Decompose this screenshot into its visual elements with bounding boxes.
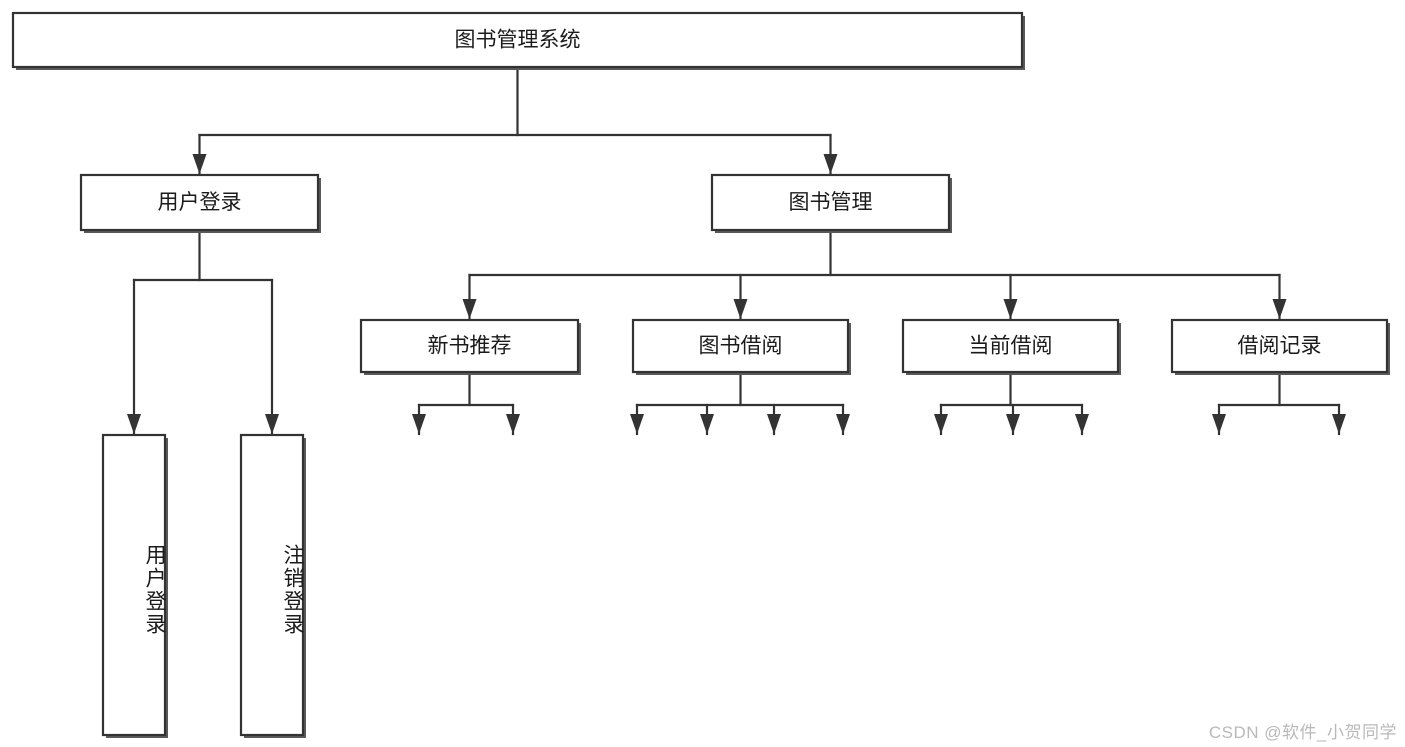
arrow-head-icon [767, 414, 781, 434]
arrow-head-icon [462, 299, 477, 319]
node-label-book-borrow: 图书借阅 [699, 335, 783, 358]
arrow-head-icon [265, 414, 279, 434]
arrow-head-icon [836, 414, 850, 434]
node-label-new-book-recommend: 新书推荐 [428, 335, 512, 358]
node-box-user-login-do[interactable] [101, 433, 167, 737]
arrow-head-icon [823, 154, 838, 174]
arrow-head-icon [934, 414, 948, 434]
csdn-watermark: CSDN @软件_小贺同学 [1208, 723, 1397, 742]
node-box-book-management[interactable] [710, 173, 951, 232]
node-label-current-borrow: 当前借阅 [969, 335, 1053, 358]
connector-lines-layer [127, 65, 1346, 436]
arrow-head-icon [1075, 414, 1089, 434]
arrow-head-icon [127, 414, 141, 434]
arrow-head-icon [1332, 414, 1346, 434]
arrow-head-icon [412, 414, 426, 434]
node-label-root: 图书管理系统 [455, 29, 581, 52]
node-box-new-book-recommend[interactable] [359, 318, 580, 374]
arrow-head-icon [192, 154, 207, 174]
arrow-head-icon [1003, 299, 1018, 319]
arrow-head-icon [630, 414, 644, 434]
node-box-borrow-records[interactable] [1170, 318, 1389, 374]
node-box-user-logout[interactable] [239, 433, 305, 737]
arrow-head-icon [733, 299, 748, 319]
node-box-book-borrow[interactable] [631, 318, 850, 374]
arrow-head-icon [700, 414, 714, 434]
arrow-head-icon [1006, 414, 1020, 434]
node-label-borrow-records: 借阅记录 [1238, 335, 1322, 358]
node-label-user-login: 用户登录 [158, 191, 242, 214]
arrow-head-icon [1272, 299, 1287, 319]
node-box-user-login[interactable] [79, 173, 320, 232]
node-boxes-layer [11, 11, 1390, 738]
node-box-root[interactable] [11, 11, 1024, 69]
arrow-head-icon [1212, 414, 1226, 434]
node-box-current-borrow[interactable] [901, 318, 1120, 374]
arrow-head-icon [506, 414, 520, 434]
node-label-book-management: 图书管理 [789, 191, 873, 214]
